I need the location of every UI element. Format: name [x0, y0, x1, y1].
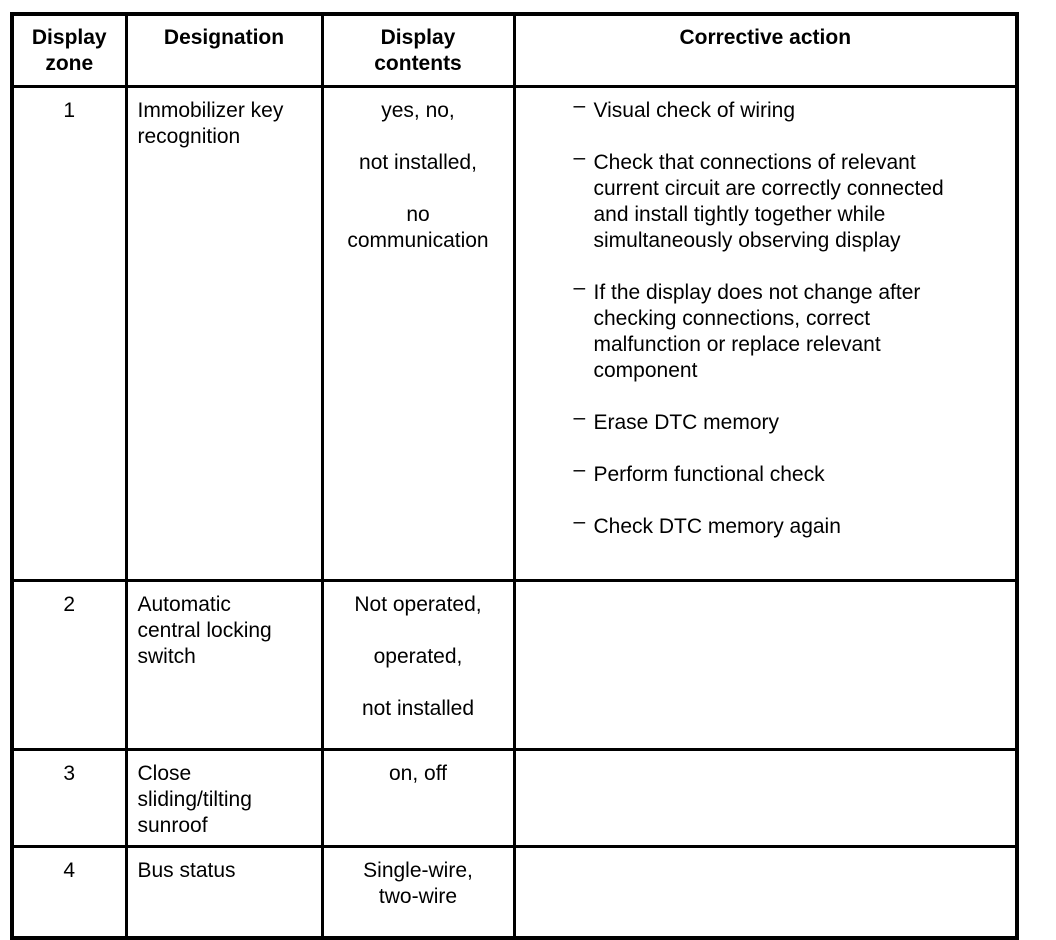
dash-bullet-icon: – [573, 93, 586, 117]
display-contents-cell: Single-wire, two-wire [320, 844, 516, 939]
dash-bullet-icon: – [573, 509, 586, 533]
dash-bullet-icon: – [573, 275, 586, 299]
display-contents-cell: yes, no, not installed, no communication [320, 84, 516, 582]
corrective-action-text: Erase DTC memory [593, 410, 780, 434]
display-content-item: Not operated, [354, 592, 482, 616]
display-content-item: no communication [347, 202, 489, 252]
document-page: Display zone Designation Display content… [10, 12, 1019, 940]
dash-bullet-icon: – [573, 405, 586, 429]
corrective-action-text: Visual check of wiring [593, 98, 796, 122]
designation-cell: Immobilizer key recognition [124, 84, 324, 582]
display-content-item: not installed, [359, 150, 477, 174]
corrective-actions-cell [512, 747, 1019, 848]
display-content-item: Single-wire, two-wire [363, 858, 473, 908]
display-contents-cell: on, off [320, 747, 516, 848]
display-content-item: yes, no, [381, 98, 455, 122]
corrective-actions-cell: –Visual check of wiring–Check that conne… [512, 84, 1019, 582]
designation-cell: Automatic central locking switch [124, 578, 324, 751]
dash-bullet-icon: – [573, 145, 586, 169]
header-row: Display zone Designation Display content… [10, 12, 1019, 88]
display-content-item: not installed [361, 696, 475, 720]
designation-cell: Close sliding/tilting sunroof [124, 747, 324, 848]
corrective-action-text: Perform functional check [593, 462, 825, 486]
corrective-action-item: –Visual check of wiring [574, 94, 1008, 124]
corrective-action-text: If the display does not change after che… [593, 280, 921, 382]
corrective-actions-cell [512, 578, 1019, 751]
col-header-corrective-action: Corrective action [512, 12, 1019, 88]
corrective-action-item: –Check DTC memory again [574, 510, 1008, 540]
display-zone-cell: 1 [10, 84, 128, 582]
corrective-action-item: –Erase DTC memory [574, 406, 1008, 436]
designation-cell: Bus status [124, 844, 324, 939]
corrective-action-item: –Perform functional check [574, 458, 1008, 488]
display-zone-cell: 2 [10, 578, 128, 751]
col-header-display-contents: Display contents [320, 12, 516, 88]
dash-bullet-icon: – [573, 457, 586, 481]
display-zone-cell: 3 [10, 747, 128, 848]
display-contents-cell: Not operated, operated, not installed [320, 578, 516, 751]
corrective-actions-cell [512, 844, 1019, 939]
col-header-designation: Designation [124, 12, 324, 88]
corrective-action-item: –If the display does not change after ch… [574, 276, 1008, 384]
display-zone-cell: 4 [10, 844, 128, 939]
col-header-display-zone: Display zone [10, 12, 128, 88]
diagnostic-display-table: Display zone Designation Display content… [10, 12, 1019, 940]
corrective-action-text: Check that connections of relevant curre… [593, 150, 944, 252]
corrective-action-text: Check DTC memory again [593, 514, 841, 538]
display-content-item: on, off [389, 761, 447, 785]
display-content-item: operated, [373, 644, 463, 668]
corrective-action-item: –Check that connections of relevant curr… [574, 146, 1008, 254]
